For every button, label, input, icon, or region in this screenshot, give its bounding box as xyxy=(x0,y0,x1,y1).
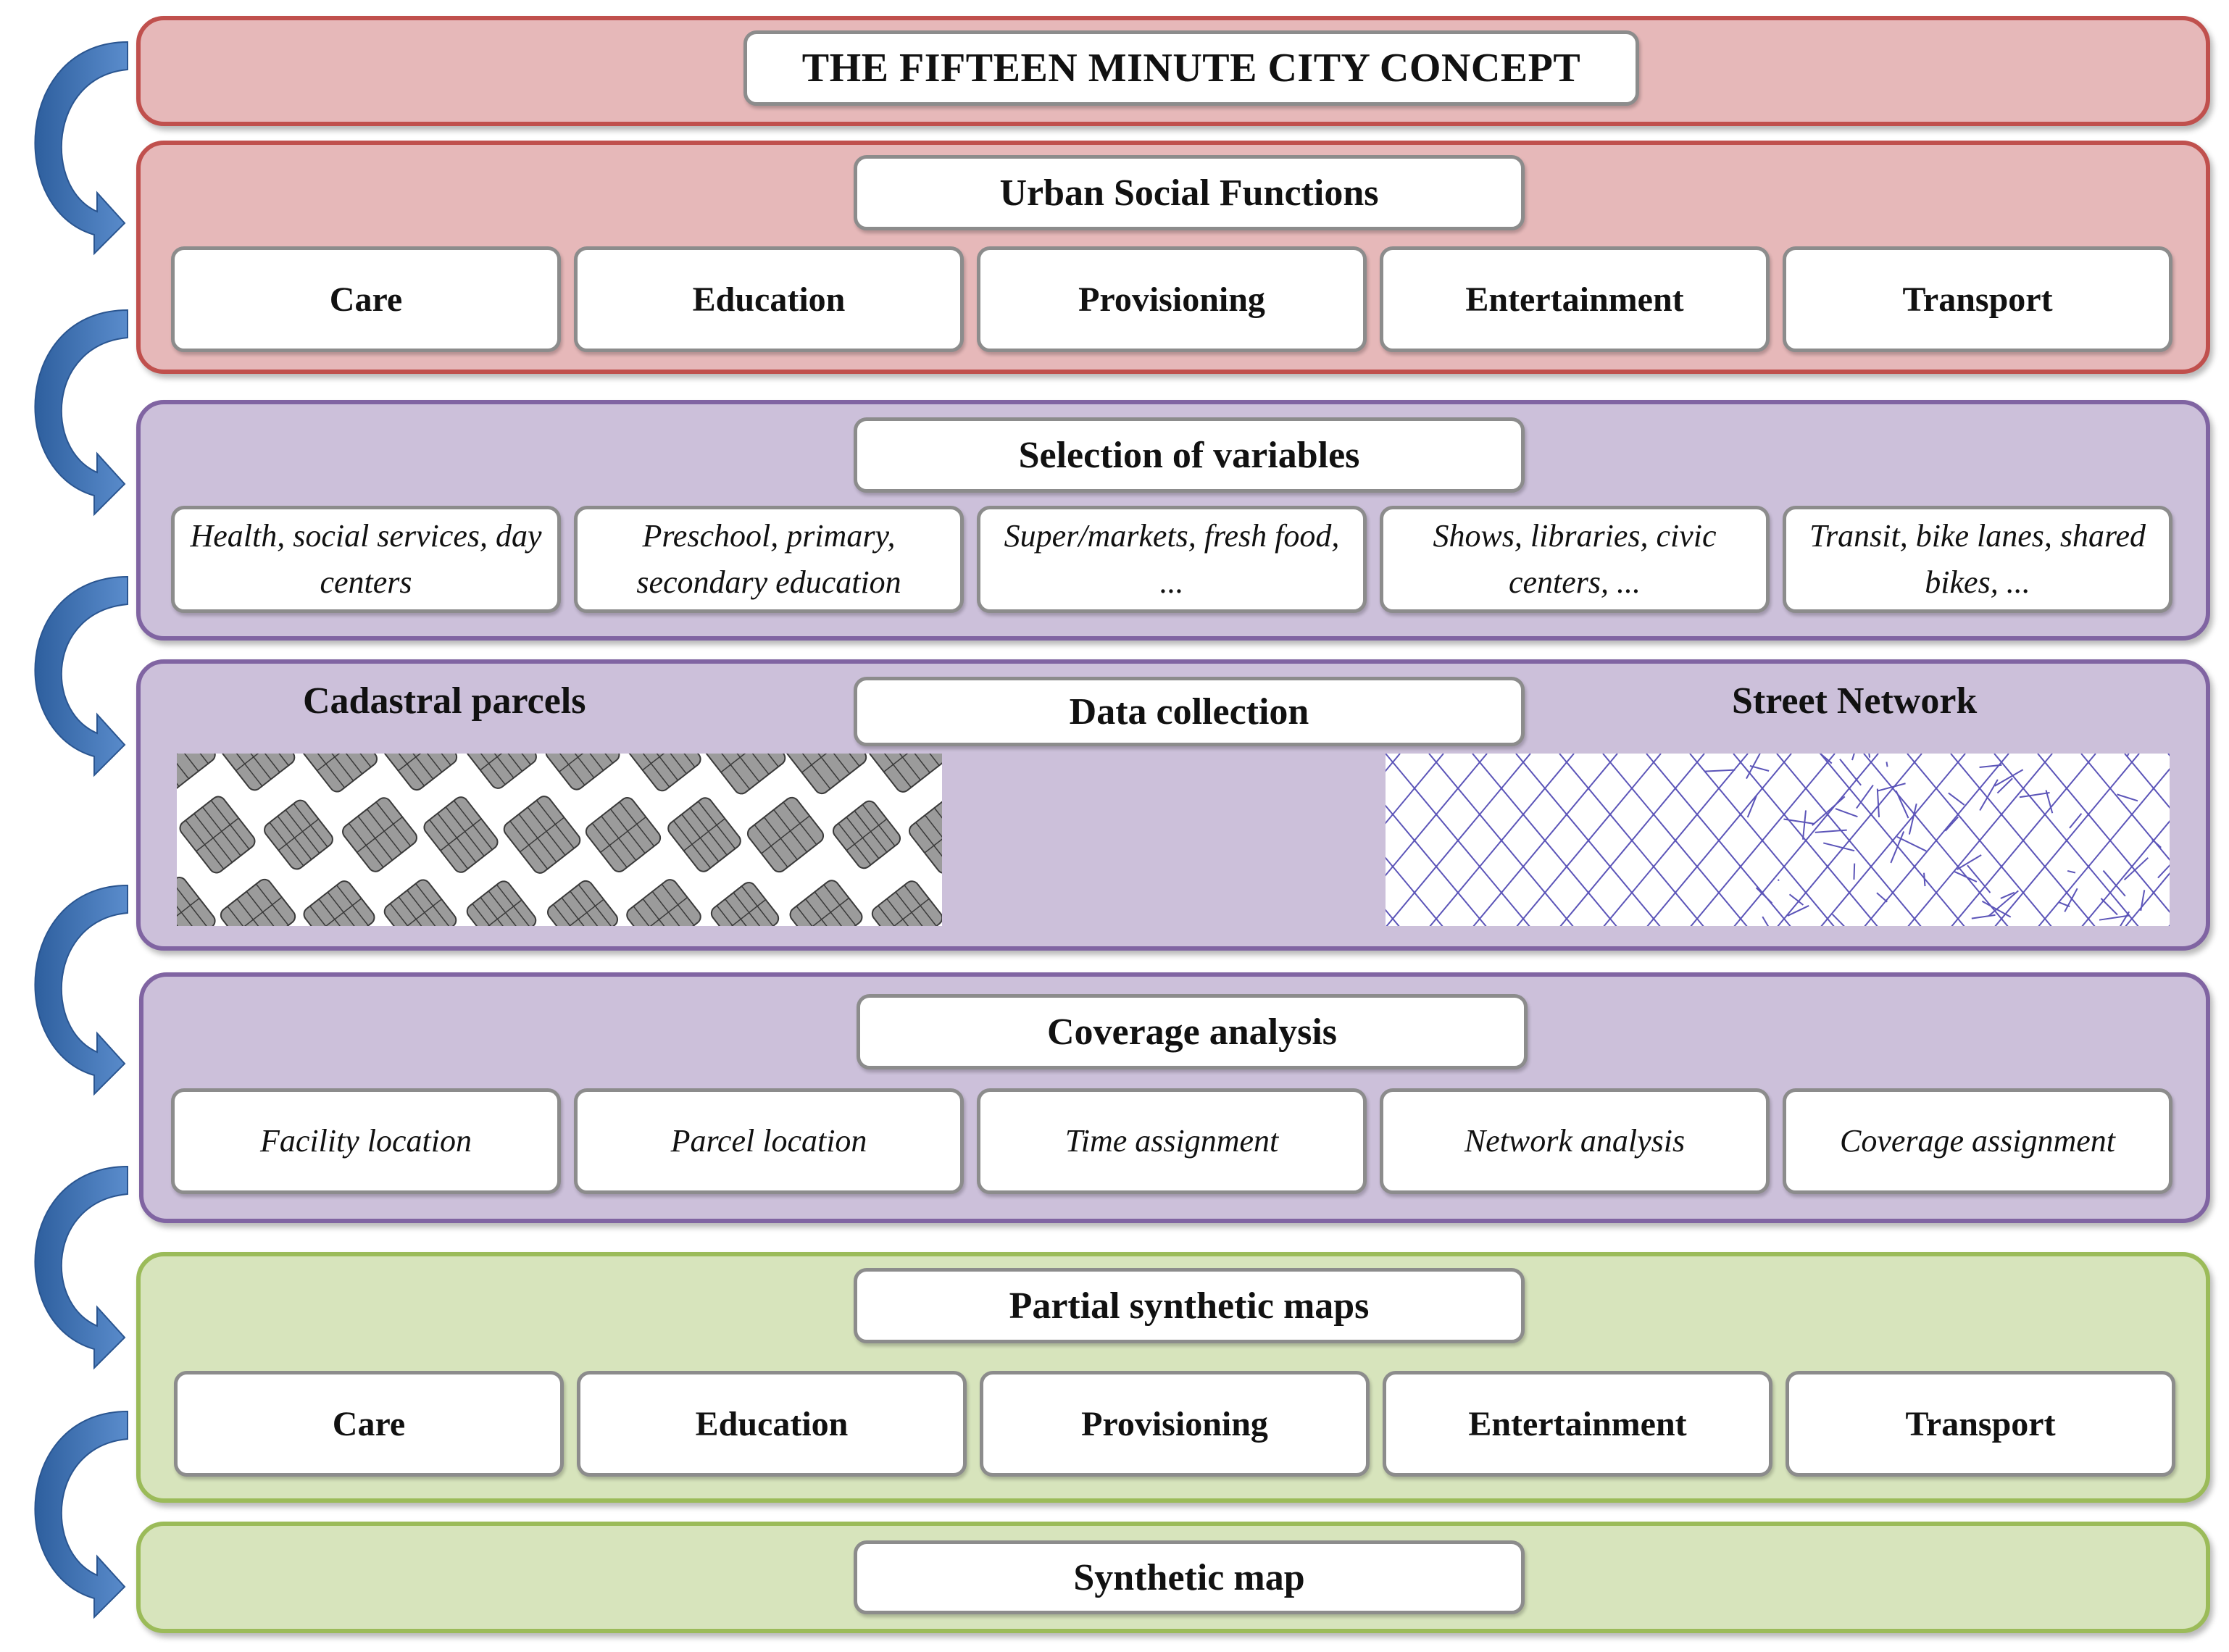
cadastral-parcels-label: Cadastral parcels xyxy=(303,680,586,722)
usf-care-box: Care xyxy=(171,246,561,352)
street-network-label: Street Network xyxy=(1732,680,1978,722)
variables-care-box: Health, social services, day centers xyxy=(171,506,561,613)
selection-of-variables-title: Selection of variables xyxy=(854,417,1525,493)
variables-education-box: Preschool, primary, secondary education xyxy=(574,506,964,613)
usf-education-box: Education xyxy=(574,246,964,352)
curved-arrow-icon xyxy=(34,309,128,517)
usf-transport-box: Transport xyxy=(1783,246,2172,352)
variables-entertainment-box: Shows, libraries, civic centers, ... xyxy=(1380,506,1770,613)
psm-provisioning-box: Provisioning xyxy=(980,1371,1370,1477)
cadastral-parcels-map xyxy=(177,754,942,926)
variables-transport-box: Transit, bike lanes, shared bikes, ... xyxy=(1783,506,2172,613)
variables-provisioning-box: Super/markets, fresh food, ... xyxy=(977,506,1367,613)
flow-arrows xyxy=(34,41,128,1619)
curved-arrow-icon xyxy=(34,1410,128,1619)
data-collection-title: Data collection xyxy=(854,677,1525,746)
urban-social-functions-title: Urban Social Functions xyxy=(854,155,1525,230)
curved-arrow-icon xyxy=(34,41,128,256)
facility-location-box: Facility location xyxy=(171,1088,561,1194)
psm-entertainment-box: Entertainment xyxy=(1383,1371,1772,1477)
curved-arrow-icon xyxy=(34,575,128,777)
curved-arrow-icon xyxy=(34,884,128,1096)
usf-entertainment-box: Entertainment xyxy=(1380,246,1770,352)
parcel-location-box: Parcel location xyxy=(574,1088,964,1194)
coverage-analysis-title: Coverage analysis xyxy=(857,994,1528,1069)
psm-transport-box: Transport xyxy=(1786,1371,2175,1477)
psm-care-box: Care xyxy=(174,1371,564,1477)
psm-education-box: Education xyxy=(577,1371,967,1477)
partial-synthetic-maps-title: Partial synthetic maps xyxy=(854,1268,1525,1343)
curved-arrow-icon xyxy=(34,1165,128,1370)
street-network-map xyxy=(1386,754,2170,926)
time-assignment-box: Time assignment xyxy=(977,1088,1367,1194)
coverage-assignment-box: Coverage assignment xyxy=(1783,1088,2172,1194)
main-title: THE FIFTEEN MINUTE CITY CONCEPT xyxy=(743,30,1639,106)
network-analysis-box: Network analysis xyxy=(1380,1088,1770,1194)
synthetic-map-title: Synthetic map xyxy=(854,1540,1525,1614)
usf-provisioning-box: Provisioning xyxy=(977,246,1367,352)
